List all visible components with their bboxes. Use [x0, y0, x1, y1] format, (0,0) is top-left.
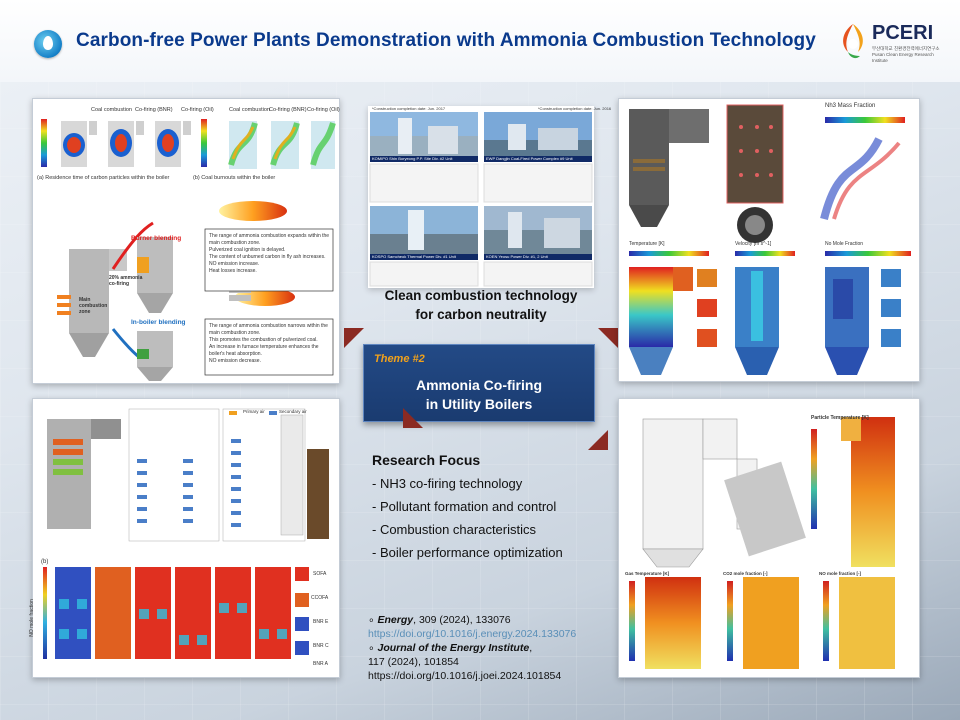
theme-title-line-1: Ammonia Co-firing: [416, 377, 542, 393]
burner-layout-figure: [43, 408, 329, 659]
particle-temperature-title: Particle Temperature [K]: [811, 415, 869, 421]
research-item-3: - Combustion characteristics: [372, 522, 536, 537]
label-cofiring-bnr-a: Co-firing (BNR): [135, 107, 173, 113]
co2-mole-fraction-title: CO2 mole fraction [-]: [723, 571, 768, 576]
nh3-cfd-figure: [629, 104, 915, 375]
pceri-logo: PCERI 부산대학교 친환경전력에너지연구소 Pusan Clean Ener…: [838, 20, 948, 66]
particle-temperature-figure: [629, 417, 895, 669]
plant-name-4: KOEN Yeosu Power Div. #1, 2 Unit: [486, 254, 548, 259]
power-plant-photos: [368, 106, 594, 288]
label-coal-combustion-b: Coal combustion: [229, 107, 270, 113]
no-mole-fraction-axis-label: NO mole fraction: [28, 599, 35, 637]
research-item-2: - Pollutant formation and control: [372, 499, 557, 514]
box-in-boiler-blending-effects: The range of ammonia combustion narrows …: [209, 323, 328, 364]
reference-2-detail: 117 (2024), 101854: [368, 656, 459, 668]
label-burner-blending: Burner blending: [131, 235, 182, 242]
header: Carbon-free Power Plants Demonstration w…: [0, 0, 960, 82]
pceri-logo-subtext: 부산대학교 친환경전력에너지연구소 Pusan Clean Energy Res…: [872, 46, 940, 63]
label-cofiring-oil-a: Co-firing (Oil): [181, 107, 214, 113]
theme-title-line-2: in Utility Boilers: [425, 396, 533, 412]
water-drop-logo-icon: [34, 30, 62, 58]
no-mole-fraction-title: No Mole Fraction: [825, 241, 864, 247]
nh3-mass-fraction-title: Nh3 Mass Fraction: [825, 103, 876, 109]
page-title: Carbon-free Power Plants Demonstration w…: [76, 30, 816, 51]
caption-residence-time: (a) Residence time of carbon particles w…: [37, 175, 170, 181]
panel-nh3-cfd: Nh3 Mass Fraction Temperature [K] Veloci…: [618, 98, 920, 382]
panel-particle-temperature: Particle Temperature [K] Gas Temperature…: [618, 398, 920, 678]
residence-time-figure: [41, 119, 336, 381]
label-bnr-a: BNR A: [313, 661, 329, 667]
reference-2-doi-link[interactable]: https://doi.org/10.1016/j.joei.2024.1018…: [368, 670, 562, 682]
reference-2-journal: Journal of the Energy Institute: [377, 642, 530, 654]
reference-1: ∘ Energy, 309 (2024), 133076: [368, 614, 511, 626]
research-item-4: - Boiler performance optimization: [372, 545, 563, 560]
label-bnr-c: BNR C: [313, 643, 329, 649]
pceri-leaf-icon: [843, 24, 863, 59]
label-in-boiler-blending: In-boiler blending: [131, 319, 186, 326]
panel-residence-time-figure: Coal combustion Co-firing (BNR) Co-firin…: [32, 98, 340, 384]
label-sofa: SOFA: [313, 571, 327, 577]
label-main-combustion-zone: Main combustion zone: [79, 297, 108, 315]
research-focus-title: Research Focus: [372, 452, 481, 468]
plant-name-1: KOMIPO Shin Boryeong P.P. Site Div. #2 U…: [372, 156, 453, 161]
part-b-label: (b): [41, 559, 49, 565]
pceri-logo-text: PCERI: [872, 22, 934, 44]
reference-2: ∘ Journal of the Energy Institute,: [368, 642, 533, 654]
panel-power-plants: *Construction completion date: Jun. 2017…: [368, 106, 611, 288]
reference-1-doi-link[interactable]: https://doi.org/10.1016/j.energy.2024.13…: [368, 628, 577, 640]
label-coal-combustion-a: Coal combustion: [91, 107, 132, 113]
legend-primary-air: Primary air: [243, 409, 265, 414]
label-ammonia-cofiring: 20% ammonia co-firing: [109, 275, 143, 287]
plant-name-2: EWP Dangjin Coal-Fired Power Complex #9 …: [486, 156, 573, 161]
caption-coal-burnout: (b) Coal burnouts within the boiler: [193, 175, 276, 181]
reference-1-detail: , 309 (2024), 133076: [413, 614, 511, 626]
label-cofiring-oil-b: Co-firing (Oil): [307, 107, 340, 113]
completion-date-1: *Construction completion date: Jun. 2017: [372, 106, 446, 111]
box-burner-blending-effects: The range of ammonia combustion expands …: [209, 233, 330, 274]
panel-no-mole-fraction: Primary air Secondary air (b) NO mole fr…: [28, 398, 340, 678]
reference-1-journal: Energy: [377, 614, 414, 626]
label-bnr-e: BNR E: [313, 619, 329, 625]
label-ccofa: CCOFA: [311, 595, 329, 601]
temperature-legend-title: Temperature [K]: [629, 241, 665, 247]
theme-tag: Theme #2: [374, 353, 425, 365]
legend-secondary-air: Secondary air: [279, 409, 307, 414]
no-mole-fraction-br-title: NO mole fraction [-]: [819, 571, 862, 576]
plant-name-3: KOSPO Samcheok Thermal Power Div. #1 Uni…: [372, 254, 456, 259]
completion-date-2: *Construction completion date: Jun. 2016: [538, 106, 612, 111]
label-cofiring-bnr-b: Co-firing (BNR): [269, 107, 307, 113]
velocity-legend-title: Velocity [m s^-1]: [735, 241, 772, 247]
gas-temperature-title: Gas Temperature [K]: [625, 571, 670, 576]
theme-banner: Theme #2 Ammonia Co-firing in Utility Bo…: [363, 344, 595, 422]
research-item-1: - NH3 co-firing technology: [372, 476, 523, 491]
clean-combustion-caption: Clean combustion technology for carbon n…: [384, 288, 578, 322]
